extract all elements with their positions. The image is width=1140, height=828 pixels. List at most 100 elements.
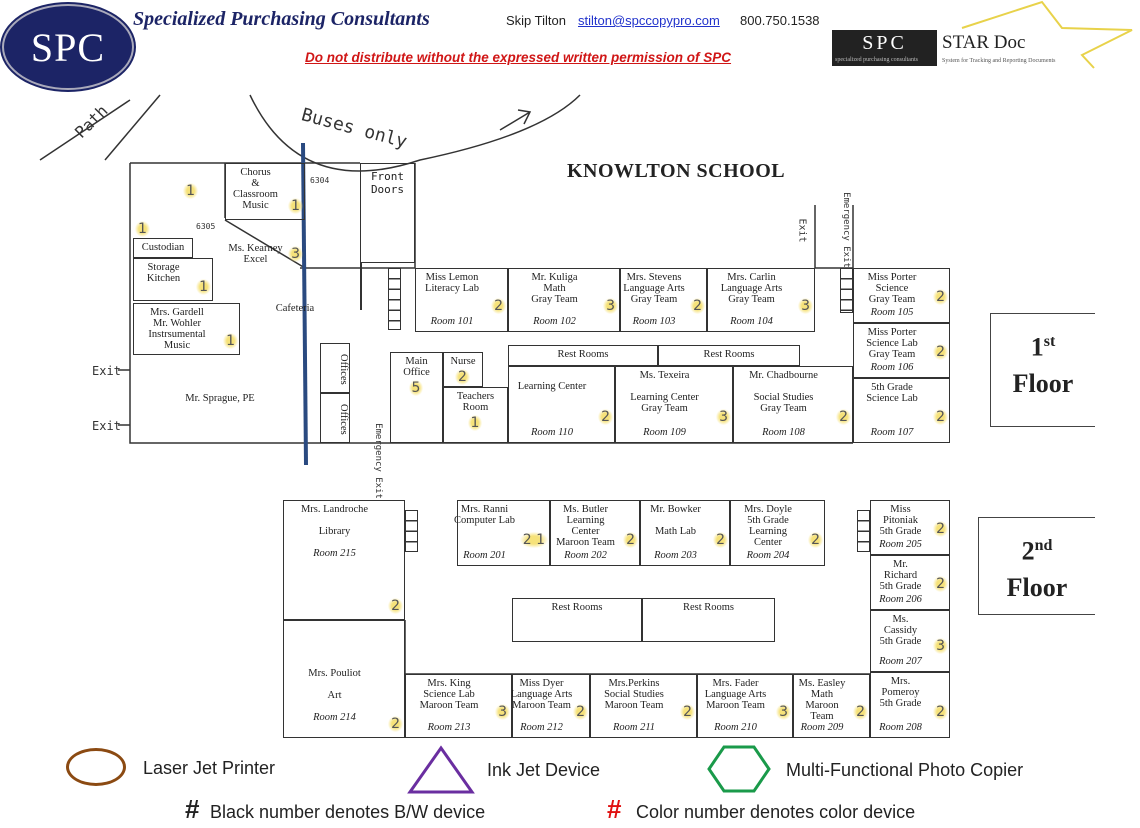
room-number: Room 102 <box>533 316 576 327</box>
room-label-line: Math Lab <box>654 526 697 537</box>
contact-name: Skip Tilton <box>506 13 566 28</box>
device-count-badge: 2 <box>933 704 948 720</box>
note-6305: 6305 <box>196 222 216 231</box>
room-number: Room 211 <box>612 722 656 733</box>
room-label-line: Rest Rooms <box>682 602 735 613</box>
room-label-line: Rest Rooms <box>703 349 755 360</box>
room-number: Room 207 <box>879 656 922 667</box>
room-label-line: Mr. Bowker <box>650 504 701 515</box>
star-logo-right: STAR Doc <box>942 32 1026 53</box>
room-label-line: Miss Porter <box>867 272 917 283</box>
device-count-badge: 2 <box>713 532 728 548</box>
room-label-line: Richard <box>883 570 918 581</box>
device-count-badge: 3 <box>798 298 813 314</box>
room-label-line: Science <box>875 283 909 294</box>
room-label-line: Miss Lemon <box>425 272 479 283</box>
room-label-line: Pomeroy <box>881 687 920 698</box>
room-number: Room 104 <box>730 316 773 327</box>
room-number: Room 203 <box>654 550 697 561</box>
device-count-badge: 2 <box>598 409 613 425</box>
device-count-badge: 2 <box>836 409 851 425</box>
room-label-line: Mrs. Carlin <box>727 272 776 283</box>
room-label-line: Music <box>163 340 191 351</box>
room-number: Room 213 <box>427 722 471 733</box>
room-number: Room 103 <box>632 316 676 327</box>
device-count-badge: 3 <box>933 638 948 654</box>
device-count-badge: 2 <box>690 298 705 314</box>
room-number: Room 212 <box>520 722 563 733</box>
room-label-line: Science Lab <box>866 393 918 404</box>
device-count-badge: 1 <box>467 415 483 431</box>
room-label-line: Language Arts <box>510 689 573 700</box>
room-number: Room 206 <box>879 594 922 605</box>
room-nurse: Nurse <box>443 352 483 387</box>
device-count-badge: 2 <box>933 521 948 537</box>
contact-email-link[interactable]: stilton@spccopypro.com <box>578 13 720 28</box>
room-label-line: Cassidy <box>883 625 918 636</box>
room-label-line: Mrs. Pouliot <box>308 668 361 679</box>
room-label-line: Mrs. Gardell <box>150 307 204 318</box>
room-number: Room 106 <box>870 362 914 373</box>
device-count-badge: 1 <box>288 198 303 214</box>
room-label-line: Office <box>403 367 430 378</box>
room-rest2b: Rest Rooms <box>642 598 775 642</box>
room-label-line: Rest Rooms <box>557 349 609 360</box>
device-count-badge: 2 <box>388 598 403 614</box>
device-count-badge: 2 <box>933 344 948 360</box>
spc-logo: SPC <box>2 4 134 90</box>
room-label-line: Music <box>242 200 269 211</box>
room-label-line: 5th Grade <box>747 515 789 526</box>
room-label-line: Mrs. Doyle <box>744 504 792 515</box>
star-logo-tagline: System for Tracking and Reporting Docume… <box>942 58 1056 64</box>
room-label-line: Gray Team <box>728 294 775 305</box>
room-label-line: Chorus <box>240 167 271 178</box>
room-label-line: Miss <box>890 504 911 515</box>
room-label-line: & <box>251 178 260 189</box>
room-label-line: Offices <box>338 354 349 385</box>
legend-mfp: Multi-Functional Photo Copier <box>786 760 1024 780</box>
room-offices1: Offices <box>320 343 350 393</box>
room-label-line: Gray Team <box>868 294 916 305</box>
device-count-badge: 2 <box>933 289 948 305</box>
room-label-line: Science Lab <box>866 338 918 349</box>
front-doors-label: Front Doors <box>370 170 405 196</box>
device-count-badge: 3 <box>716 409 731 425</box>
room-number: Room 101 <box>430 316 474 327</box>
room-label-line: Custodian <box>141 242 185 253</box>
room-label-line: Ms. Kearney <box>228 243 283 254</box>
room-label-line: Gray Team <box>641 403 688 414</box>
legend-laser: Laser Jet Printer <box>143 758 276 778</box>
room-number: Room 109 <box>643 427 686 438</box>
room-label-line: Miss Dyer <box>519 678 564 689</box>
floor-word: Floor <box>1012 368 1074 398</box>
room-label-line: Teachers <box>456 391 495 402</box>
room-label-line: Mrs. <box>890 676 911 687</box>
room-label-line: Language Arts <box>720 283 783 294</box>
legend-bw: Black number denotes B/W device <box>210 802 486 822</box>
device-count-badge: 2 <box>933 576 948 592</box>
room-label-line: Gray Team <box>630 294 678 305</box>
legend-color: Color number denotes color device <box>636 802 916 822</box>
exit-label-2: Exit <box>92 419 121 433</box>
room-label-line: Rest Rooms <box>551 602 603 613</box>
color-hash-icon: # <box>607 794 622 824</box>
exit-label-3: Exit <box>796 218 808 243</box>
room-label-line: Main <box>405 356 428 367</box>
stairs <box>405 510 418 552</box>
room-rest1a: Rest Rooms <box>508 345 658 366</box>
device-count-badge: 1 <box>223 333 238 349</box>
room-label-line: Excel <box>243 254 268 265</box>
room-label-line: Social Studies <box>753 392 814 403</box>
